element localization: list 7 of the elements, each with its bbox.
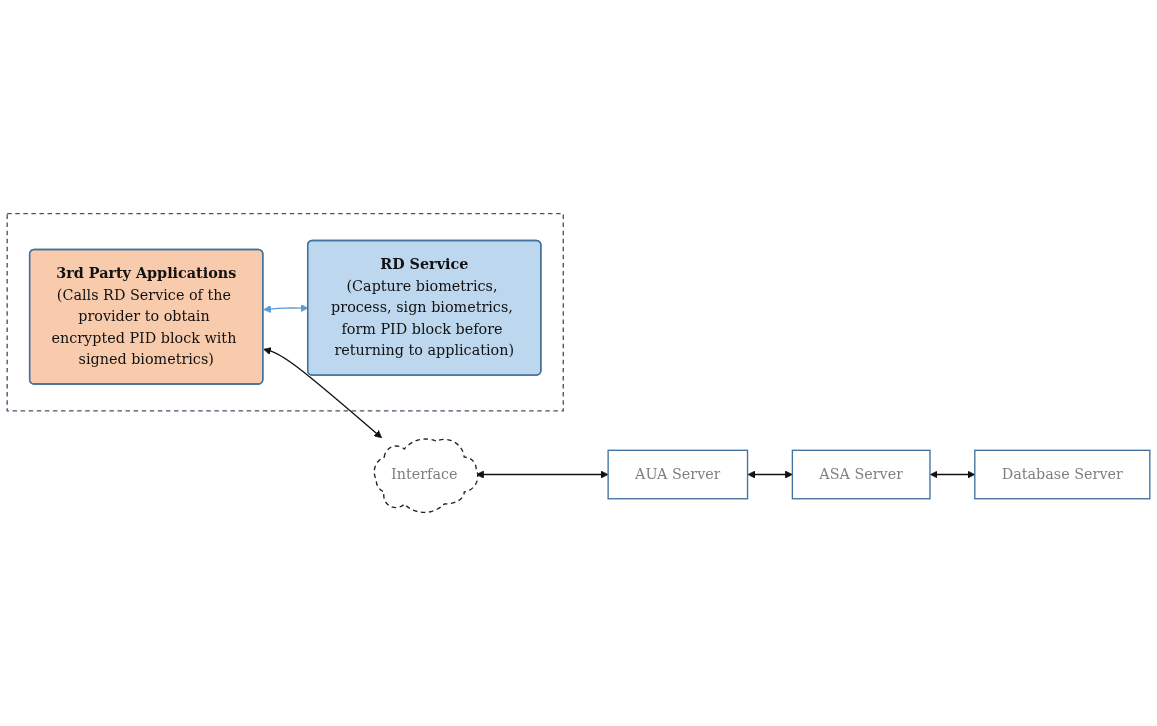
arrow bbox=[476, 470, 609, 479]
arrow bbox=[747, 470, 793, 479]
arrow bbox=[263, 347, 382, 439]
node-box: Database Server bbox=[974, 449, 1151, 500]
node-box: AUA Server bbox=[607, 449, 749, 500]
node-box: ASA Server bbox=[791, 449, 931, 500]
cluster bbox=[6, 212, 564, 412]
